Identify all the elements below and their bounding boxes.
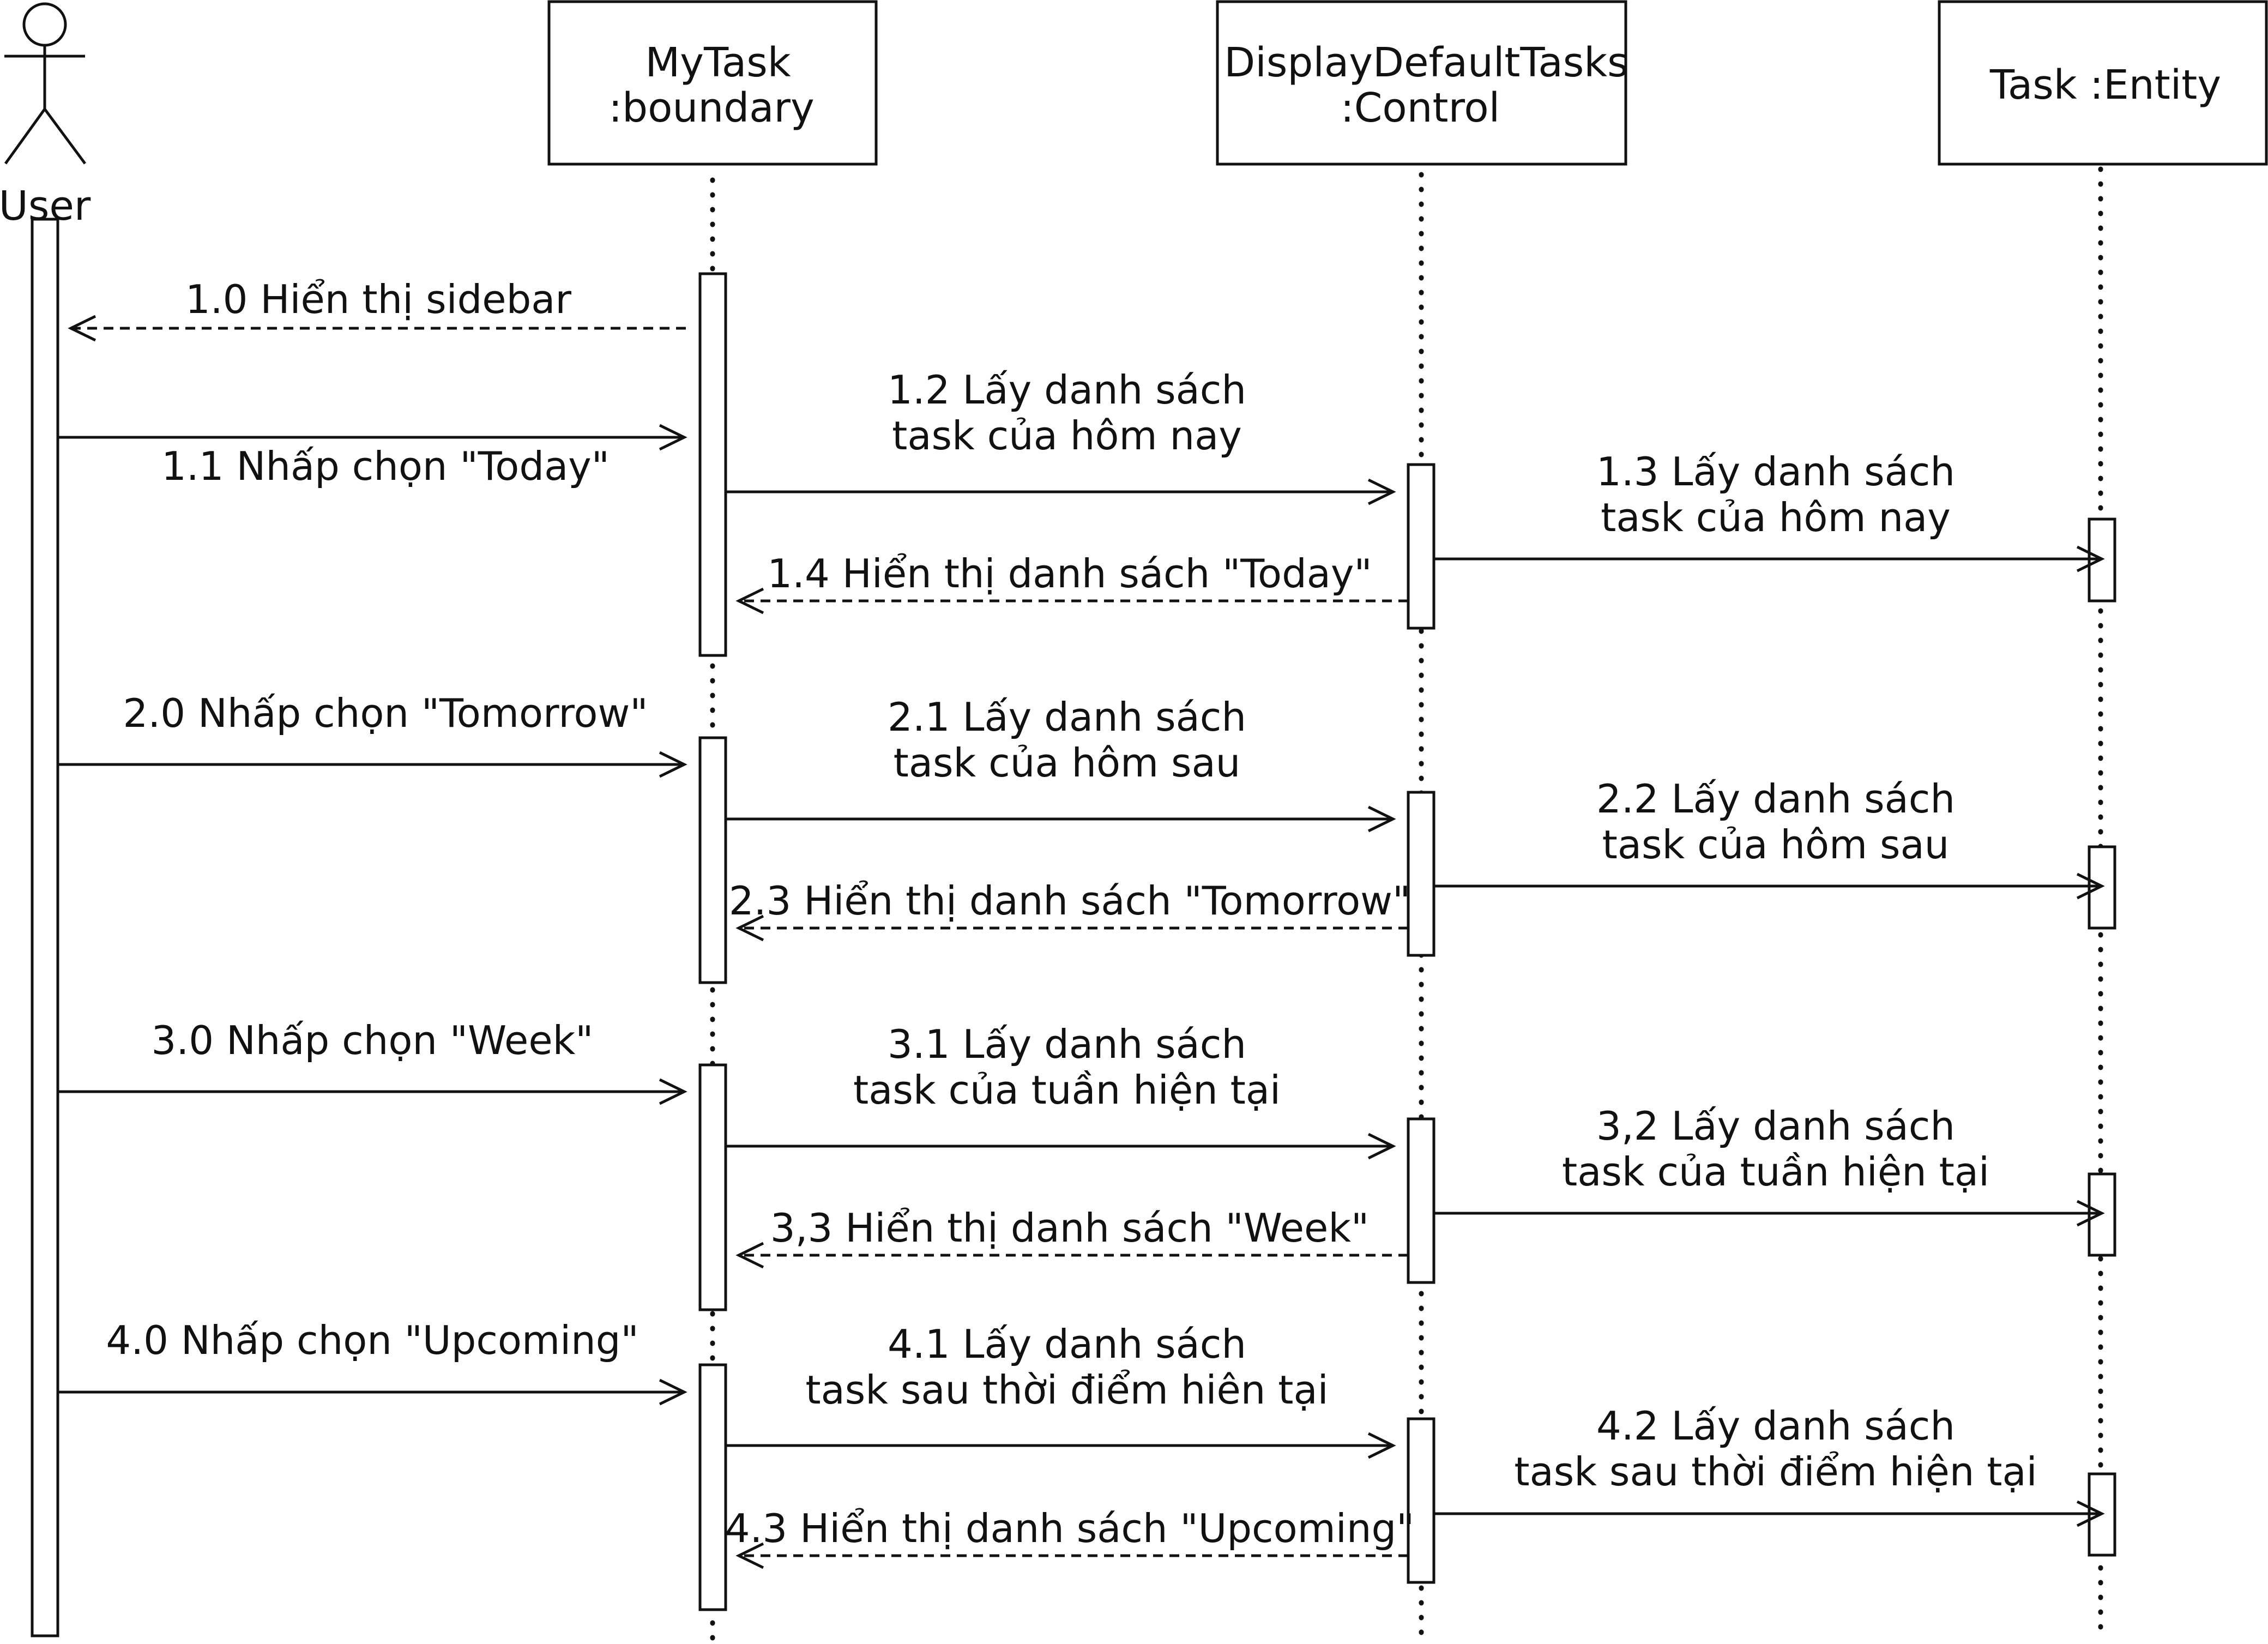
message-4-2: 4.2 Lấy danh sách task sau thời điểm hiệ… (1434, 1403, 2105, 1527)
message-1-0: 1.0 Hiển thị sidebar (68, 276, 686, 342)
message-1-4: 1.4 Hiển thị danh sách "Today" (735, 551, 1408, 615)
participant-mytask: MyTask :boundary (547, 0, 878, 166)
participant-control-stereotype: :Control (1341, 85, 1500, 131)
message-label: 4.1 Lấy danh sách (888, 1321, 1246, 1367)
message-label: 3.0 Nhấp chọn "Week" (152, 1017, 594, 1063)
message-3-2: 3,2 Lấy danh sách task của tuần hiện tại (1434, 1103, 2105, 1227)
message-label: 1.1 Nhấp chọn "Today" (161, 443, 610, 489)
message-label: 2.2 Lấy danh sách (1596, 776, 1955, 822)
activation-control-1 (1407, 463, 1435, 630)
message-label: task của tuần hiện tại (853, 1067, 1281, 1113)
message-1-1: 1.1 Nhấp chọn "Today" (58, 424, 687, 489)
message-2-3: 2.3 Hiển thị danh sách "Tomorrow" (729, 878, 1410, 942)
message-label: 4.3 Hiển thị danh sách "Upcoming" (725, 1506, 1415, 1551)
message-2-2: 2.2 Lấy danh sách task của hôm sau (1434, 776, 2105, 900)
message-4-1: 4.1 Lấy danh sách task sau thời điểm hiê… (726, 1321, 1396, 1459)
participant-mytask-name: MyTask (645, 39, 791, 86)
message-label: 1.3 Lấy danh sách (1596, 449, 1955, 495)
message-label: task của hôm sau (1602, 822, 1950, 868)
participant-control: DisplayDefaultTasks :Control (1216, 0, 1628, 166)
message-label: task của hôm sau (894, 740, 1241, 786)
message-4-0: 4.0 Nhấp chọn "Upcoming" (58, 1317, 687, 1406)
participant-control-name: DisplayDefaultTasks (1224, 39, 1628, 86)
message-label: 2.1 Lấy danh sách (888, 694, 1246, 740)
activation-control-2 (1407, 791, 1435, 957)
message-label: 3.1 Lấy danh sách (888, 1021, 1246, 1067)
message-3-1: 3.1 Lấy danh sách task của tuần hiện tại (726, 1021, 1396, 1160)
activation-control-4 (1407, 1417, 1435, 1584)
activation-mytask-3 (698, 1063, 727, 1311)
message-label: 1.4 Hiển thị danh sách "Today" (767, 551, 1372, 597)
message-label: task của hôm nay (1601, 495, 1951, 540)
message-1-2: 1.2 Lấy danh sách task của hôm nay (726, 367, 1396, 505)
activation-user (31, 218, 59, 1637)
activation-mytask-1 (698, 272, 727, 657)
message-label: 1.0 Hiển thị sidebar (185, 276, 571, 322)
activation-mytask-2 (698, 736, 727, 984)
message-label: 3,2 Lấy danh sách (1596, 1103, 1955, 1149)
message-label: 2.0 Nhấp chọn "Tomorrow" (123, 690, 648, 736)
message-3-3: 3,3 Hiển thị danh sách "Week" (735, 1205, 1408, 1269)
activation-mytask-4 (698, 1363, 727, 1611)
message-label: task của hôm nay (892, 413, 1242, 459)
activation-control-3 (1407, 1117, 1435, 1284)
message-label: 3,3 Hiển thị danh sách "Week" (770, 1205, 1369, 1251)
participant-mytask-stereotype: :boundary (608, 85, 815, 131)
message-1-3: 1.3 Lấy danh sách task của hôm nay (1434, 449, 2105, 573)
message-4-3: 4.3 Hiển thị danh sách "Upcoming" (725, 1506, 1415, 1569)
message-label: 4.0 Nhấp chọn "Upcoming" (106, 1317, 638, 1363)
message-2-0: 2.0 Nhấp chọn "Tomorrow" (58, 690, 687, 778)
participant-entity: Task :Entity (1938, 0, 2268, 166)
stick-figure-icon (4, 2, 87, 165)
participant-entity-name: Task :Entity (1989, 62, 2221, 109)
message-2-1: 2.1 Lấy danh sách task của hôm sau (726, 694, 1396, 833)
message-label: task sau thời điểm hiên tại (805, 1367, 1328, 1413)
message-label: 4.2 Lấy danh sách (1596, 1403, 1955, 1449)
actor-user: User (0, 2, 91, 230)
message-label: task sau thời điểm hiện tại (1514, 1449, 2037, 1495)
message-label: task của tuần hiện tại (1562, 1149, 1989, 1195)
message-3-0: 3.0 Nhấp chọn "Week" (58, 1017, 687, 1105)
message-label: 1.2 Lấy danh sách (888, 367, 1246, 413)
message-label: 2.3 Hiển thị danh sách "Tomorrow" (729, 878, 1410, 924)
